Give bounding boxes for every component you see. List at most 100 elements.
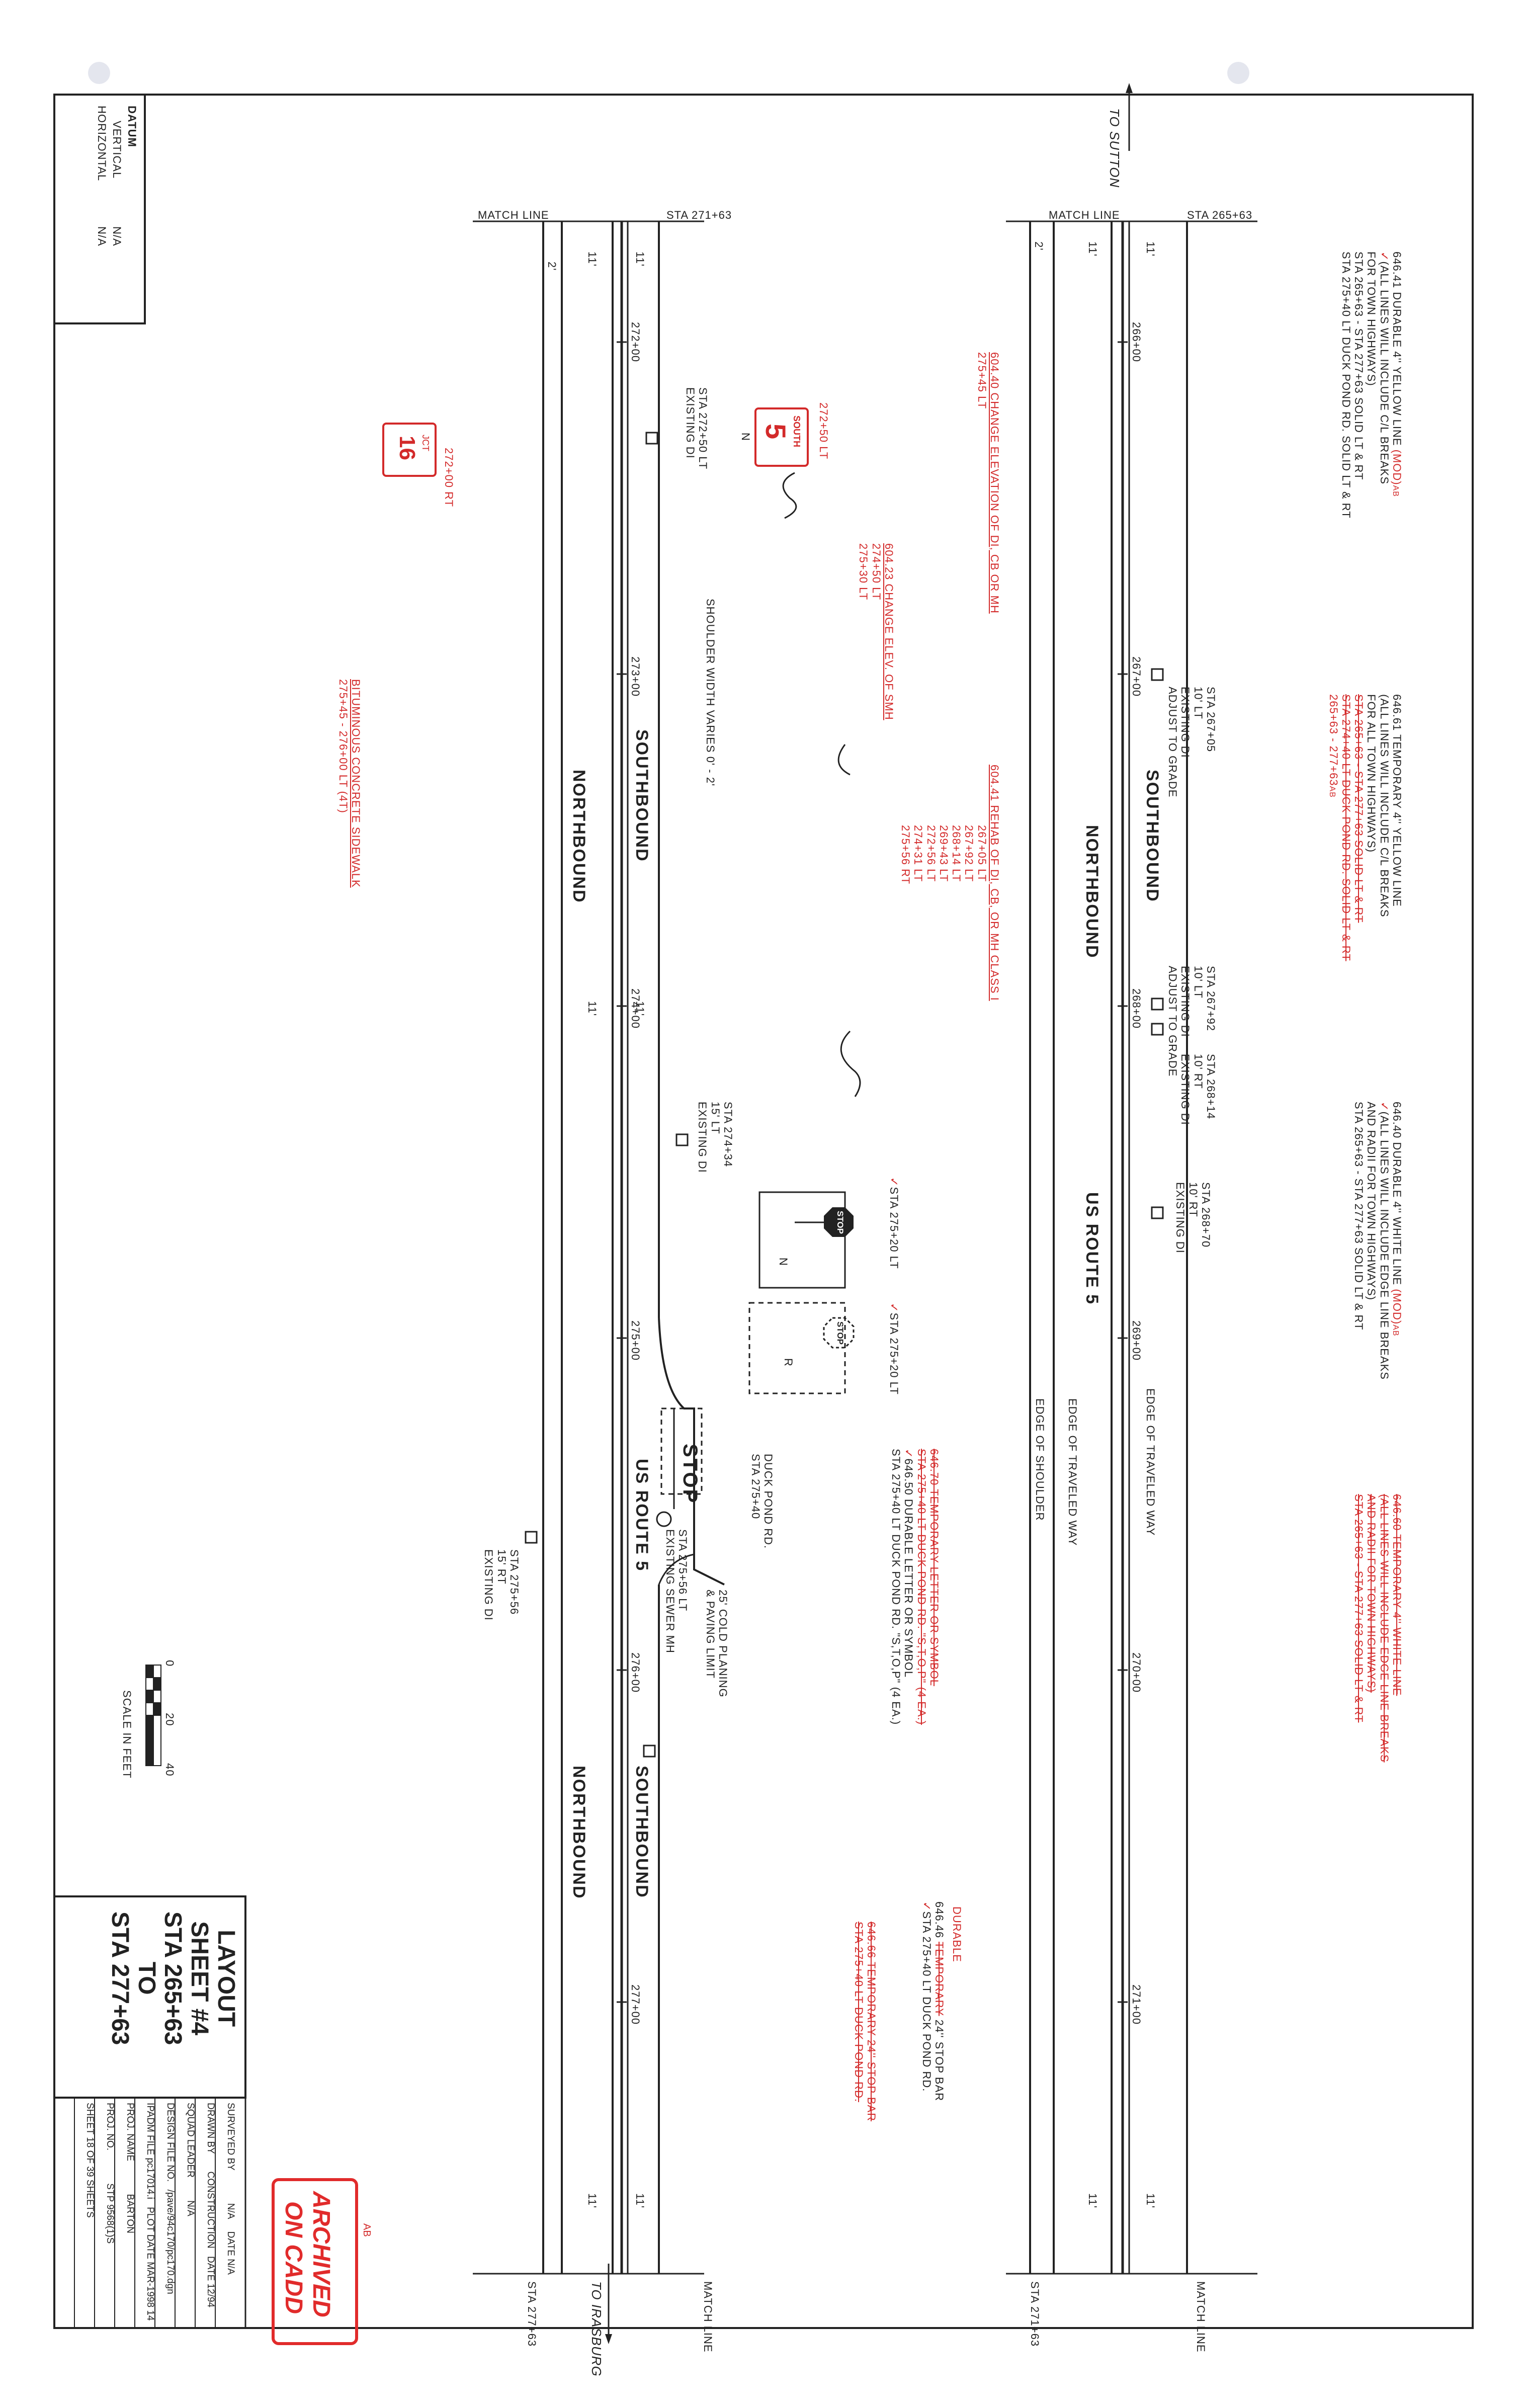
- station-label: 270+00: [1130, 1652, 1143, 1693]
- red-bracket-1: [782, 472, 797, 519]
- station-label: 274+00: [629, 988, 642, 1029]
- datum-box: [53, 94, 146, 324]
- note-durable: DURABLE: [951, 1906, 963, 1962]
- duck-pond-stop-marking: STOP: [679, 1444, 701, 1505]
- route-5-sign-top: SOUTH: [792, 416, 802, 447]
- lower-road: [473, 220, 725, 2275]
- match-line-lower-top: MATCH LINE: [478, 209, 549, 221]
- northbound-upper-label: NORTHBOUND: [1082, 825, 1102, 959]
- station-label: 269+00: [1130, 1320, 1143, 1361]
- stamp-line-2: ON CADD: [280, 2201, 307, 2314]
- lane-width-label: 11': [586, 2193, 599, 2209]
- station-ticks: [617, 341, 1128, 2003]
- lane-width-label: 11': [1086, 2193, 1099, 2209]
- datum-vertical-value: N/A: [111, 226, 123, 246]
- existing-di-markers: [525, 432, 1164, 1758]
- note-604-41: 604.41 REHAB OF DI, CB, OR MH CLASS I 26…: [899, 765, 1001, 1001]
- scale-bar: [145, 1665, 161, 1766]
- lane-width-label: 11': [1144, 2193, 1157, 2209]
- route-5-sign-number: 5: [760, 424, 792, 440]
- datum-vertical-label: VERTICAL: [111, 121, 123, 179]
- note-sidewalk: BITUMINOUS CONCRETE SIDEWALK 275+45 - 27…: [336, 679, 362, 888]
- archived-stamp: ARCHIVED ON CADD: [272, 2178, 358, 2345]
- lane-width-label: 11': [634, 252, 646, 267]
- southbound-upper-label: SOUTHBOUND: [1143, 770, 1162, 902]
- datum-horizontal-value: N/A: [96, 226, 108, 246]
- route-upper-label: US ROUTE 5: [1082, 1192, 1102, 1305]
- note-646-70-50: 646.70 TEMPORARY LETTER OR SYMBOL STA 27…: [890, 1449, 941, 1725]
- station-label: 275+00: [629, 1320, 642, 1361]
- stamp-line-1: ARCHIVED: [308, 2191, 334, 2317]
- match-line-lower-sta: STA 271+63: [666, 209, 732, 221]
- sewer-mh-note: STA 275+56 LT EXISTING SEWER MH: [663, 1529, 689, 1653]
- note-604-23: 604.23 CHANGE ELEV. OF SMH 274+50 LT 275…: [857, 543, 895, 720]
- lane-width-label: 11': [634, 2193, 646, 2209]
- punch-hole-1: [88, 62, 110, 84]
- station-label: 271+00: [1130, 1984, 1143, 2025]
- match-line-upper-bottom-sta: STA 271+63: [1029, 2281, 1041, 2347]
- route-16-sign-number: 16: [395, 436, 419, 460]
- route-16-sign-note: 272+00 RT: [443, 448, 455, 508]
- stop-sign-r: R: [782, 1358, 795, 1367]
- note-646-66: 646.66 TEMPORARY 24'' STOP BAR STA 275+4…: [852, 1922, 878, 2122]
- edge-traveled-label: EDGE OF TRAVELED WAY: [1066, 1398, 1079, 1546]
- cold-planing-note: 25' COLD PLANING & PAVING LIMIT: [704, 1590, 729, 1698]
- note-646-46: 646.46 TEMPORARY 24'' STOP BAR ✓STA 275+…: [920, 1901, 946, 2102]
- route-5-sign: SOUTH 5: [754, 407, 809, 467]
- route-16-sign: JCT 16: [382, 423, 437, 477]
- stop-sign-label-proposed: STOP: [835, 1321, 845, 1345]
- sewer-mh-symbol: [656, 1511, 672, 1527]
- stop-sign-box: [758, 1191, 846, 1289]
- sheet-border: [53, 94, 1474, 2329]
- upper-road: [1006, 220, 1257, 2275]
- shoulder-width-label: 2': [1033, 241, 1045, 251]
- stop-sign-box-proposed: [748, 1302, 846, 1394]
- stop-sign-octagon-proposed: [823, 1317, 855, 1349]
- datum-horizontal-label: HORIZONTAL: [96, 106, 108, 182]
- info-grid: [74, 2098, 216, 2328]
- match-line-lower-bottom: MATCH LINE: [702, 2281, 714, 2353]
- stop-sta-1: ✓STA 275+20 LT: [888, 1177, 900, 1269]
- note-646-60: 646.60 TEMPORARY 4'' WHITE LINE (ALL LIN…: [1352, 1494, 1403, 1763]
- station-label: 268+00: [1130, 988, 1143, 1029]
- info-block-frame: [53, 2097, 246, 2329]
- shoulder-width-label: 2': [546, 262, 558, 271]
- route-5-sign-note: 272+50 LT: [817, 402, 830, 460]
- edge-traveled-label-2: EDGE OF TRAVELED WAY: [1144, 1388, 1157, 1536]
- note-604-40: 604.40 CHANGE ELEVATION OF DI, CB OR MH …: [975, 352, 1001, 614]
- paving-limit-box: [660, 1407, 703, 1495]
- duck-pond-road-label: DUCK POND RD. STA 275+40: [749, 1454, 775, 1549]
- note-646-61: 646.61 TEMPORARY 4'' YELLOW LINE (ALL LI…: [1327, 694, 1403, 961]
- stop-sign-octagon: [824, 1207, 854, 1237]
- datum-title: DATUM: [126, 106, 138, 147]
- northbound-lower-label-2: NORTHBOUND: [569, 1766, 588, 1899]
- scale-label: SCALE IN FEET: [121, 1690, 133, 1779]
- scale-tick-0: 0: [163, 1660, 176, 1667]
- match-line-upper-bottom: MATCH LINE: [1195, 2281, 1207, 2353]
- station-label: 276+00: [629, 1652, 642, 1693]
- note-646-40: 646.40 DURABLE 4'' WHITE LINE (MOD)AB ✓(…: [1352, 1102, 1403, 1380]
- station-label: 277+00: [629, 1984, 642, 2025]
- southbound-lower-label: SOUTHBOUND: [632, 729, 651, 862]
- station-label: 273+00: [629, 656, 642, 697]
- note-646-41: 646.41 DURABLE 4'' YELLOW LINE (MOD)AB ✓…: [1339, 252, 1403, 519]
- punch-hole-2: [1227, 62, 1249, 84]
- lane-width-label: 11': [586, 252, 599, 267]
- red-bracket-3: [840, 1030, 861, 1097]
- to-irasburg-label: TO IRASBURG: [589, 2281, 604, 2377]
- stop-sta-2: ✓STA 275+20 LT: [888, 1303, 900, 1395]
- scale-tick-40: 40: [163, 1763, 176, 1777]
- stop-sign-label: STOP: [835, 1211, 845, 1234]
- match-line-upper-sta: STA 265+63: [1187, 209, 1253, 221]
- station-label: 266+00: [1130, 322, 1143, 363]
- lane-width-label: 11': [586, 1001, 599, 1017]
- title-block-text: LAYOUT SHEET #4 STA 265+63 TO STA 277+63: [106, 1912, 239, 2045]
